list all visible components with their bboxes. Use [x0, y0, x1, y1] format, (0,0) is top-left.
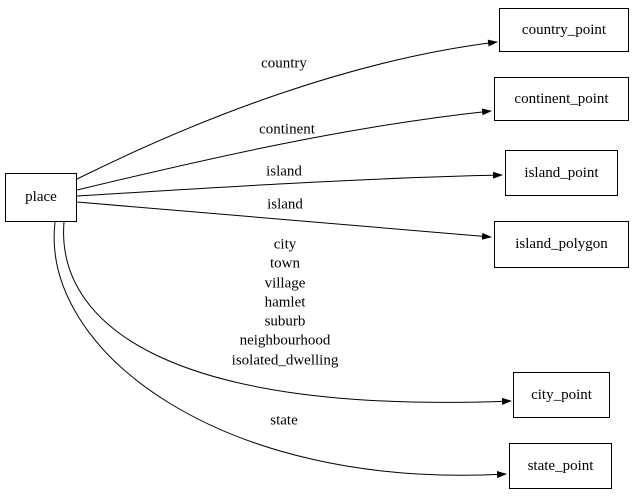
- edge-label-city_point: city town village hamlet suburb neighbourhood…: [232, 235, 339, 370]
- node-continent_point: continent_point: [494, 77, 629, 121]
- edge-label-state_point: state: [270, 411, 298, 430]
- node-label: city_point: [531, 386, 592, 403]
- node-label: island_polygon: [515, 236, 608, 252]
- node-label: country_point: [521, 21, 607, 38]
- node-label: state_point: [527, 457, 594, 474]
- edge-label-line: suburb: [264, 313, 306, 330]
- edge-label-line: city: [273, 236, 297, 253]
- edge-label-line: village: [264, 275, 306, 292]
- edge-place-to-island_point: [76, 171, 503, 197]
- edge-label-line: town: [270, 255, 300, 272]
- edge-label-continent_point: continent: [259, 120, 315, 139]
- edge-label-line: isolated_dwelling: [231, 352, 339, 369]
- node-state_point: state_point: [509, 443, 612, 489]
- edge-label-line: island: [266, 163, 302, 180]
- node-island_point: island_point: [505, 150, 618, 196]
- edge-place-to-continent_point: [76, 108, 492, 191]
- edge-label-line: continent: [259, 121, 315, 138]
- edge-label-line: country: [261, 55, 307, 72]
- node-label: island_point: [524, 164, 599, 181]
- edge-group: [53, 39, 512, 478]
- edge-place-to-country_point: [76, 39, 498, 180]
- node-label: continent_point: [514, 90, 609, 107]
- node-country_point: country_point: [499, 8, 629, 52]
- edge-label-country_point: country: [261, 54, 307, 73]
- edge-label-line: neighbourhood: [239, 332, 331, 349]
- edge-place-to-city_point: [63, 221, 512, 405]
- edge-label-line: island: [267, 196, 303, 213]
- node-place: place: [5, 173, 77, 222]
- node-island_polygon: island_polygon: [494, 221, 629, 268]
- edge-place-to-state_point: [53, 221, 507, 478]
- node-label: place: [25, 189, 57, 205]
- edge-label-line: hamlet: [264, 294, 306, 311]
- edge-label-island_point: island: [266, 162, 302, 181]
- edge-label-island_polygon: island: [267, 195, 303, 214]
- edge-label-line: state: [270, 412, 298, 429]
- node-city_point: city_point: [513, 372, 610, 418]
